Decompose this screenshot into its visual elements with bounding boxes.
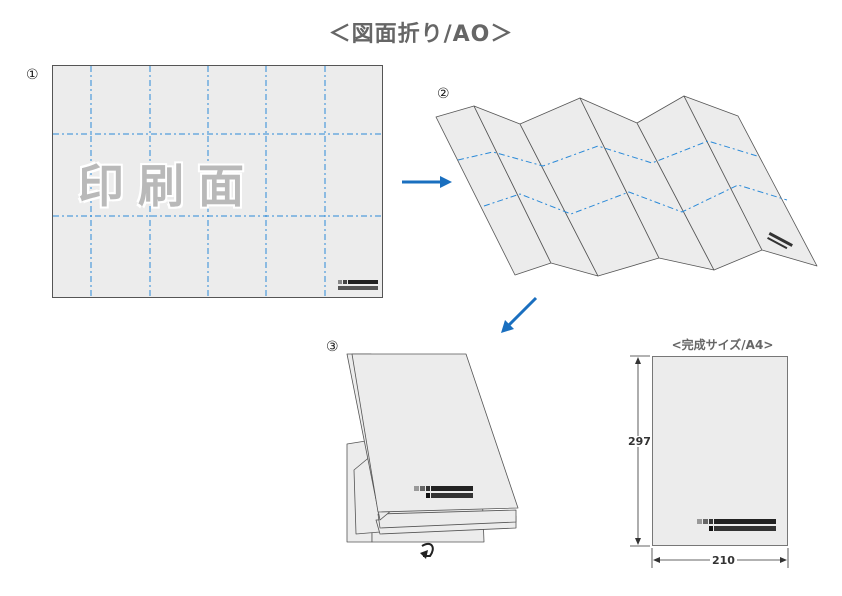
final-a4-sheet xyxy=(652,356,788,546)
height-dimension: 297 xyxy=(628,435,651,448)
step-2-number: ② xyxy=(437,86,450,102)
unfolded-sheet xyxy=(52,65,383,298)
final-size-label: <完成サイズ/A4> xyxy=(671,338,774,352)
title-block-stamp xyxy=(338,280,378,290)
step-3-number: ③ xyxy=(326,339,339,355)
step-1-number: ① xyxy=(26,67,39,83)
print-face-label: 印刷面 xyxy=(78,159,258,213)
a4-stamp xyxy=(697,519,776,531)
width-dimension: 210 xyxy=(710,554,737,567)
diagram-title: ＜図面折り/AO＞ xyxy=(328,22,514,47)
